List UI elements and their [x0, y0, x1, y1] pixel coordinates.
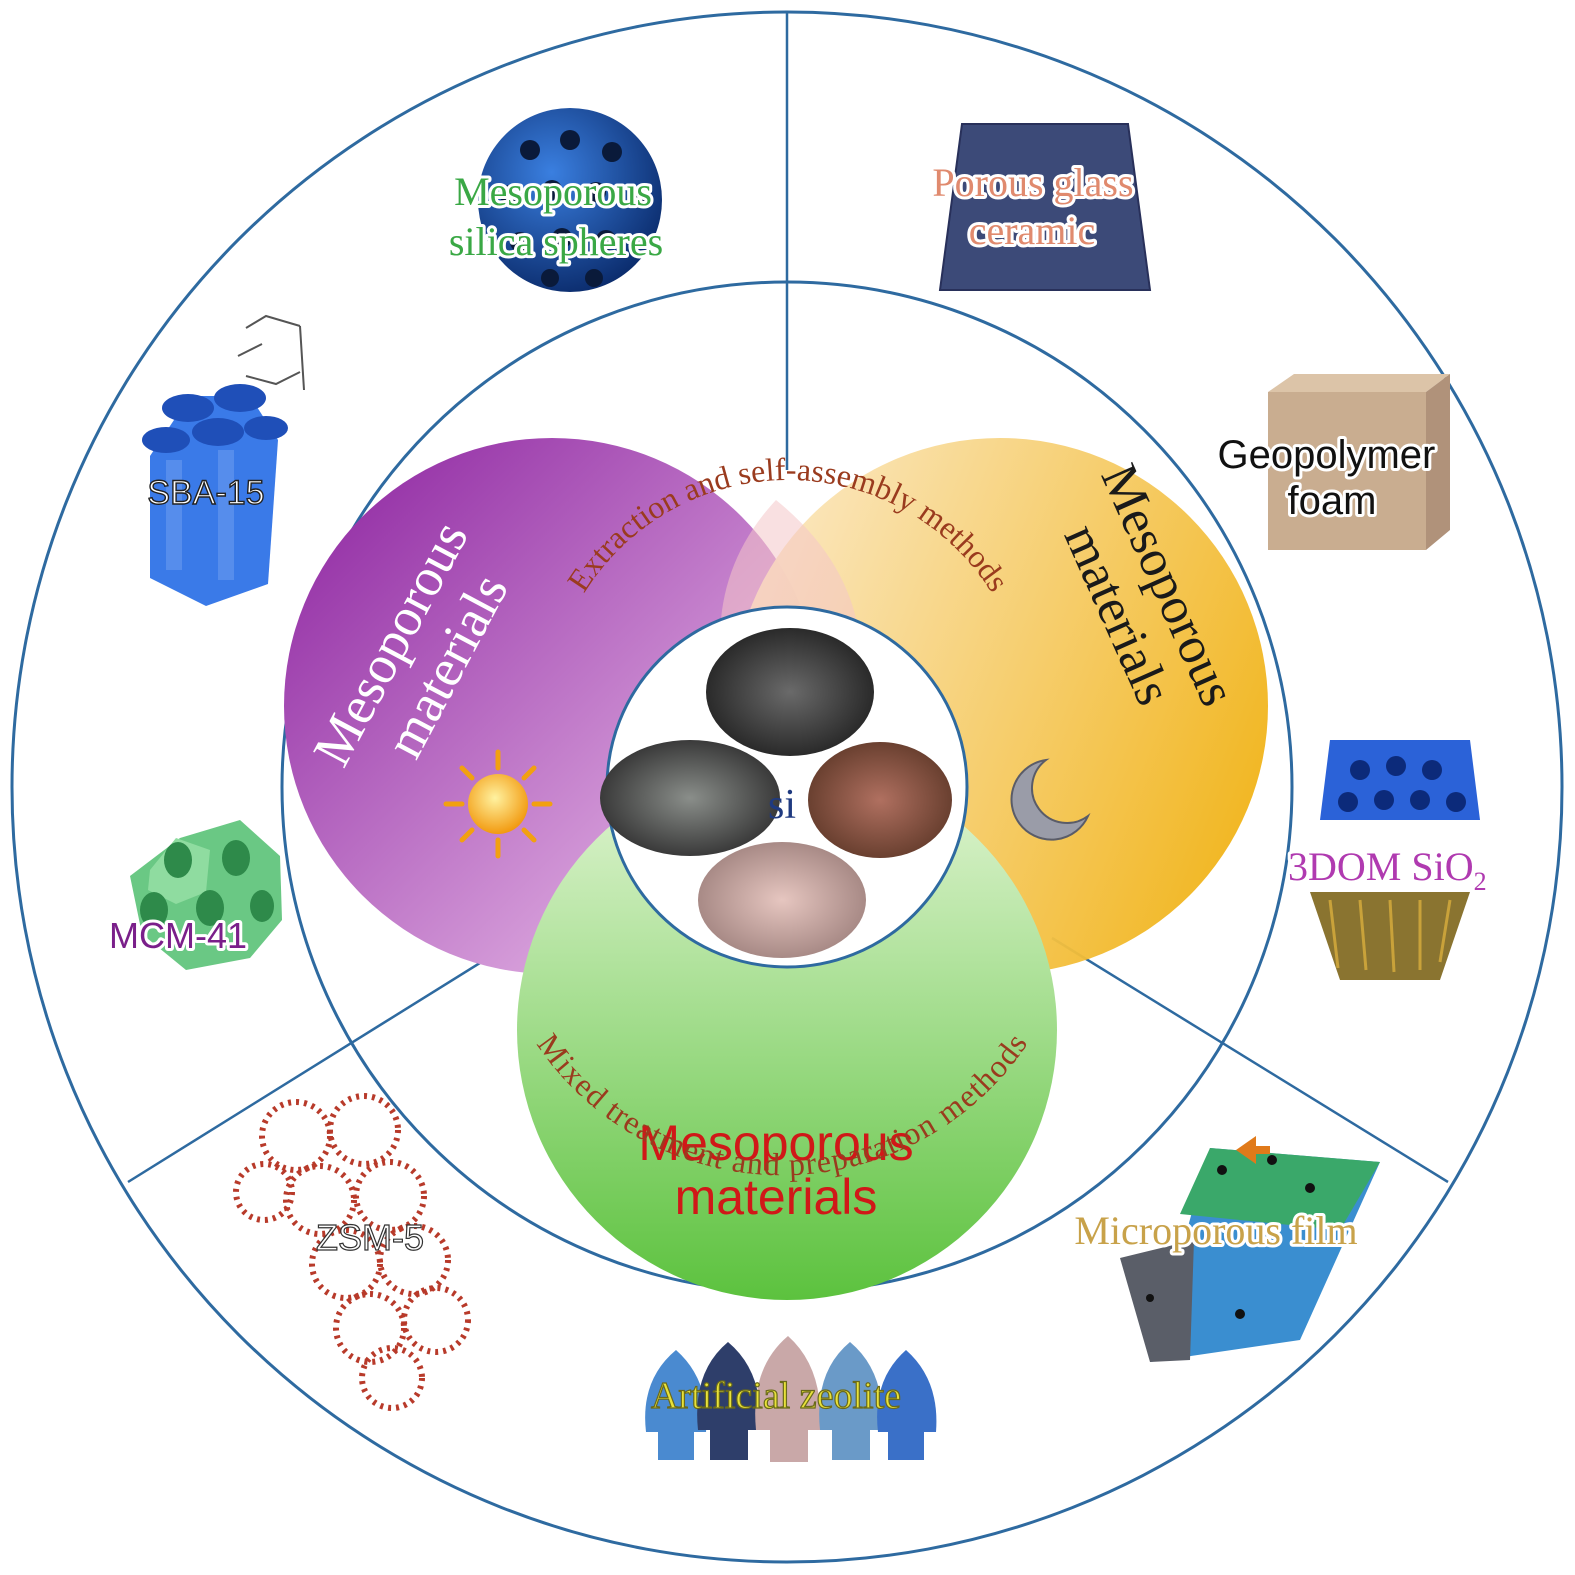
rock-dark-powder: [706, 628, 874, 756]
divider-bottom-right: [1051, 936, 1449, 1184]
sba15-label: SBA-15: [147, 474, 264, 512]
rock-pink: [698, 842, 866, 958]
venn-diagram: [284, 438, 1268, 1300]
microporous-film-image: [1120, 1136, 1380, 1362]
artificial-zeolite-image: [645, 1336, 937, 1462]
porous-glass-label: Porous glass ceramic: [932, 160, 1143, 253]
mesoporous-silica-label: Mesoporous silica spheres: [449, 169, 663, 264]
geopolymer-foam-image: [1268, 374, 1450, 550]
microporous-film-label: Microporous film: [1074, 1208, 1357, 1253]
overlap-top: [720, 500, 860, 640]
3dom-label: 3DOM SiO2: [1288, 844, 1487, 896]
porous-glass-ceramic-image: [938, 123, 1152, 291]
green-label-line2: materials: [675, 1169, 878, 1225]
zsm5-label: ZSM-5: [316, 1217, 424, 1258]
sba15-image: [142, 314, 305, 606]
sun-icon: [443, 749, 553, 859]
moon-icon: [1010, 759, 1089, 841]
divider-bottom-left: [127, 936, 521, 1184]
rock-slag: [600, 740, 780, 856]
green-label-line1: Mesoporous: [638, 1115, 913, 1171]
zsm5-image: [233, 1093, 471, 1411]
mesoporous-silica-sphere-image: [478, 108, 662, 292]
rock-brown: [808, 742, 952, 858]
artificial-zeolite-label: Artificial zeolite: [651, 1375, 901, 1417]
center-label: si: [768, 782, 796, 828]
mcm41-label: MCM-41: [109, 915, 247, 956]
center-raw-materials: si: [600, 628, 952, 958]
center-disc-bg: [607, 607, 967, 967]
mcm41-image: [130, 820, 282, 970]
geopolymer-label: Geopolymer foam: [1218, 433, 1447, 523]
3dom-sio2-image: [1310, 740, 1480, 980]
